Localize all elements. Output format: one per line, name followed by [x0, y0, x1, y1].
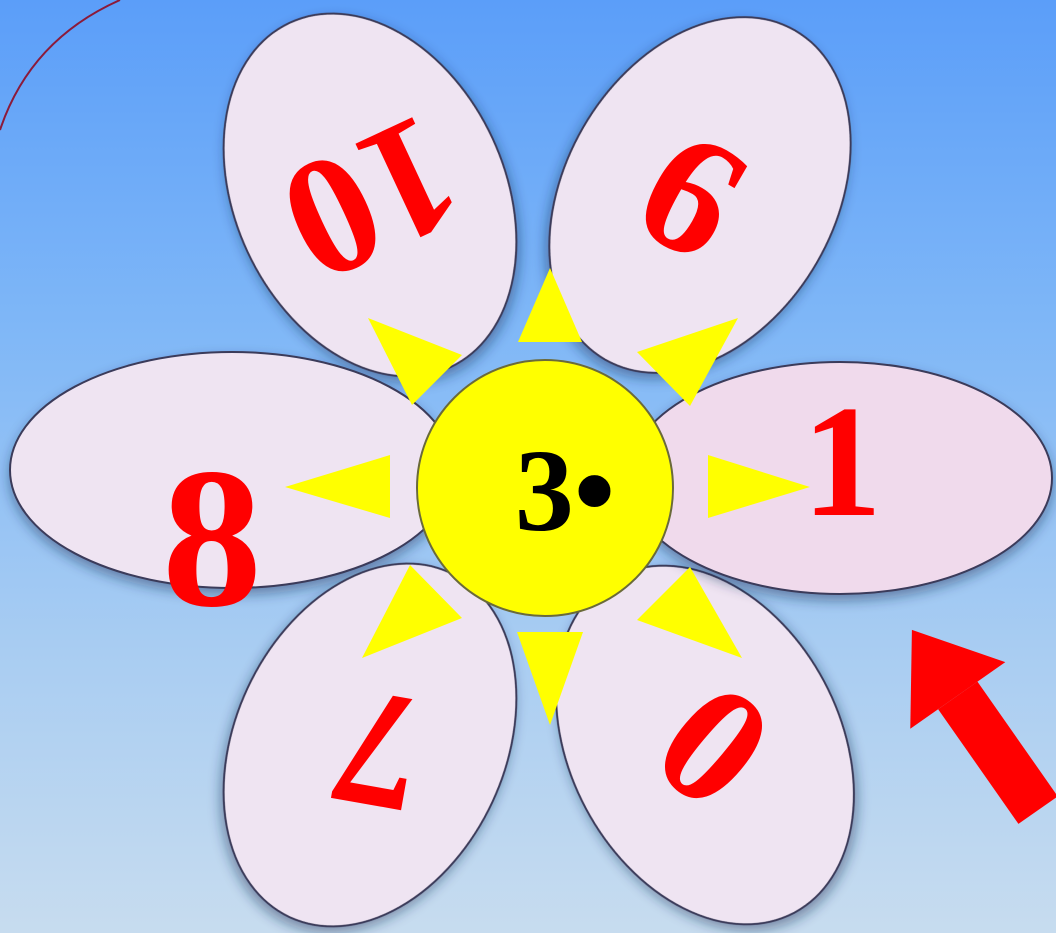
- center-label: 3•: [515, 425, 615, 556]
- petal-number-left: 8: [162, 428, 262, 649]
- red-arrow-icon: [864, 597, 1056, 844]
- petal-number-right: 1: [802, 372, 882, 550]
- corner-arc-decoration: [0, 0, 120, 130]
